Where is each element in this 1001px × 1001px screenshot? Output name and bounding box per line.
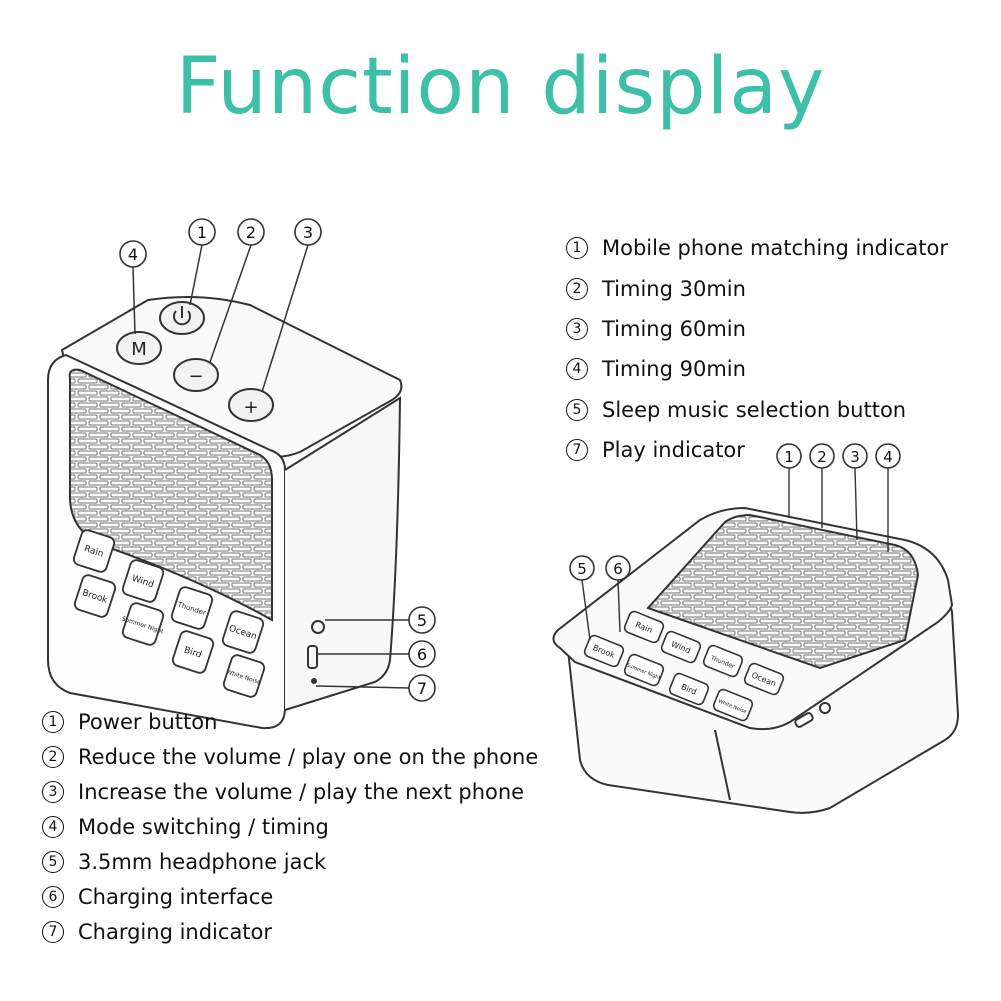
legend-text: Mobile phone matching indicator	[602, 236, 948, 261]
back-wind-button[interactable]	[660, 630, 702, 664]
back-sound-buttons	[583, 610, 785, 722]
back-ocean-button[interactable]	[743, 662, 785, 696]
back-bird-button[interactable]	[668, 672, 710, 706]
legend-item: 5 Sleep music selection button	[566, 390, 948, 430]
front-sound-buttons	[72, 529, 266, 699]
legend-item: 7 Charging indicator	[42, 914, 538, 949]
legend-item: 3 Timing 60min	[566, 309, 948, 349]
legend-item: 7 Play indicator	[566, 430, 948, 470]
thunder-button[interactable]	[170, 586, 214, 631]
minus-button-label: −	[188, 366, 203, 387]
wind-button[interactable]	[121, 559, 165, 604]
callout-3-label: 3	[303, 223, 313, 242]
legend-text: Reduce the volume / play one on the phon…	[78, 744, 539, 769]
back-callout-1-label: 1	[784, 448, 794, 466]
legend-item: 4 Mode switching / timing	[42, 809, 538, 844]
callout-6-label: 6	[417, 645, 427, 664]
callout-7-label: 7	[417, 679, 427, 698]
callout-2-label: 2	[246, 223, 256, 242]
legend-text: Mode switching / timing	[78, 814, 329, 839]
legend-number: 7	[566, 439, 588, 462]
legend-text: 3.5mm headphone jack	[78, 849, 327, 874]
brook-button[interactable]	[73, 574, 117, 619]
legend-number: 4	[42, 815, 64, 838]
legend-item: 2 Timing 30min	[566, 268, 948, 308]
page-title: Function display	[175, 42, 826, 132]
back-callout-4-label: 4	[883, 448, 893, 466]
minus-button[interactable]	[173, 358, 219, 392]
charging-port-icon	[307, 645, 318, 669]
plus-button[interactable]	[228, 388, 274, 422]
legend-number: 1	[42, 710, 64, 733]
legend-number: 5	[566, 398, 588, 421]
back-callout-5-label: 5	[577, 560, 587, 578]
legend-text: Power button	[78, 709, 218, 734]
legend-text: Increase the volume / play the next phon…	[78, 779, 525, 804]
legend-number: 2	[42, 745, 64, 768]
front-device	[47, 295, 403, 730]
back-device-grill	[646, 513, 920, 670]
legend-text: Sleep music selection button	[602, 397, 907, 422]
front-top-buttons	[116, 301, 274, 422]
callout-5-label: 5	[417, 611, 427, 630]
legend-text: Timing 90min	[602, 357, 746, 382]
legend-item: 4 Timing 90min	[566, 349, 948, 389]
legend-number: 7	[42, 920, 64, 943]
legend-number: 2	[566, 277, 588, 300]
back-callout-3-label: 3	[850, 448, 860, 466]
rain-button[interactable]	[72, 529, 116, 574]
left-legend: 1 Power button 2 Reduce the volume / play …	[42, 704, 538, 949]
callout-1-label: 1	[197, 223, 207, 242]
callout-4-label: 4	[128, 245, 138, 264]
power-icon	[173, 306, 191, 326]
legend-item: 2 Reduce the volume / play one on the pho…	[42, 739, 538, 774]
mode-button-label: M	[131, 339, 147, 360]
summer-night-button[interactable]	[121, 602, 165, 647]
bird-button[interactable]	[171, 630, 215, 675]
legend-text: Play indicator	[602, 438, 745, 463]
back-summer-night-button[interactable]	[623, 653, 665, 687]
legend-item: 1 Power button	[42, 704, 538, 739]
back-callout-6-label: 6	[613, 560, 623, 578]
ocean-button[interactable]	[221, 610, 265, 655]
legend-number: 1	[566, 237, 588, 260]
back-headphone-jack-icon	[819, 702, 831, 714]
legend-number: 3	[566, 317, 588, 340]
back-rain-button[interactable]	[623, 610, 665, 644]
plus-button-label: +	[243, 397, 258, 418]
legend-number: 6	[42, 885, 64, 908]
legend-text: Charging interface	[78, 884, 274, 909]
back-thunder-button[interactable]	[702, 644, 744, 678]
white-noise-button[interactable]	[222, 654, 266, 699]
legend-item: 3 Increase the volume / play the next pho…	[42, 774, 538, 809]
legend-number: 3	[42, 780, 64, 803]
headphone-jack-icon	[311, 620, 325, 634]
legend-number: 4	[566, 358, 588, 381]
back-charging-port-icon	[794, 712, 814, 728]
back-callout-2-label: 2	[817, 448, 827, 466]
legend-text: Charging indicator	[78, 919, 273, 944]
legend-item: 1 Mobile phone matching indicator	[566, 228, 948, 268]
legend-number: 5	[42, 850, 64, 873]
mode-button[interactable]	[116, 331, 162, 365]
back-white-noise-button[interactable]	[712, 688, 754, 722]
legend-text: Timing 60min	[602, 316, 746, 341]
legend-text: Timing 30min	[602, 276, 746, 301]
legend-item: 5 3.5mm headphone jack	[42, 844, 538, 879]
back-brook-button[interactable]	[583, 634, 625, 668]
charging-indicator-icon	[311, 678, 317, 684]
legend-item: 6 Charging interface	[42, 879, 538, 914]
